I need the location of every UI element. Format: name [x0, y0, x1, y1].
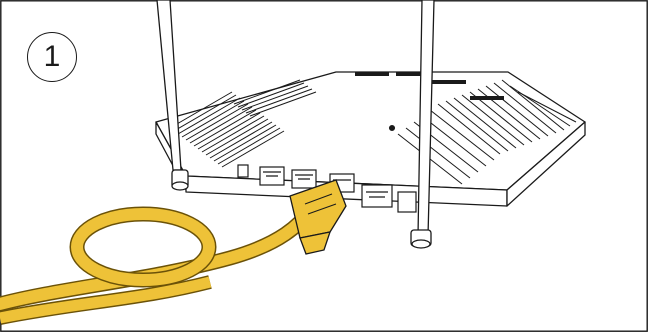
step-number-badge: 1 — [27, 32, 77, 82]
